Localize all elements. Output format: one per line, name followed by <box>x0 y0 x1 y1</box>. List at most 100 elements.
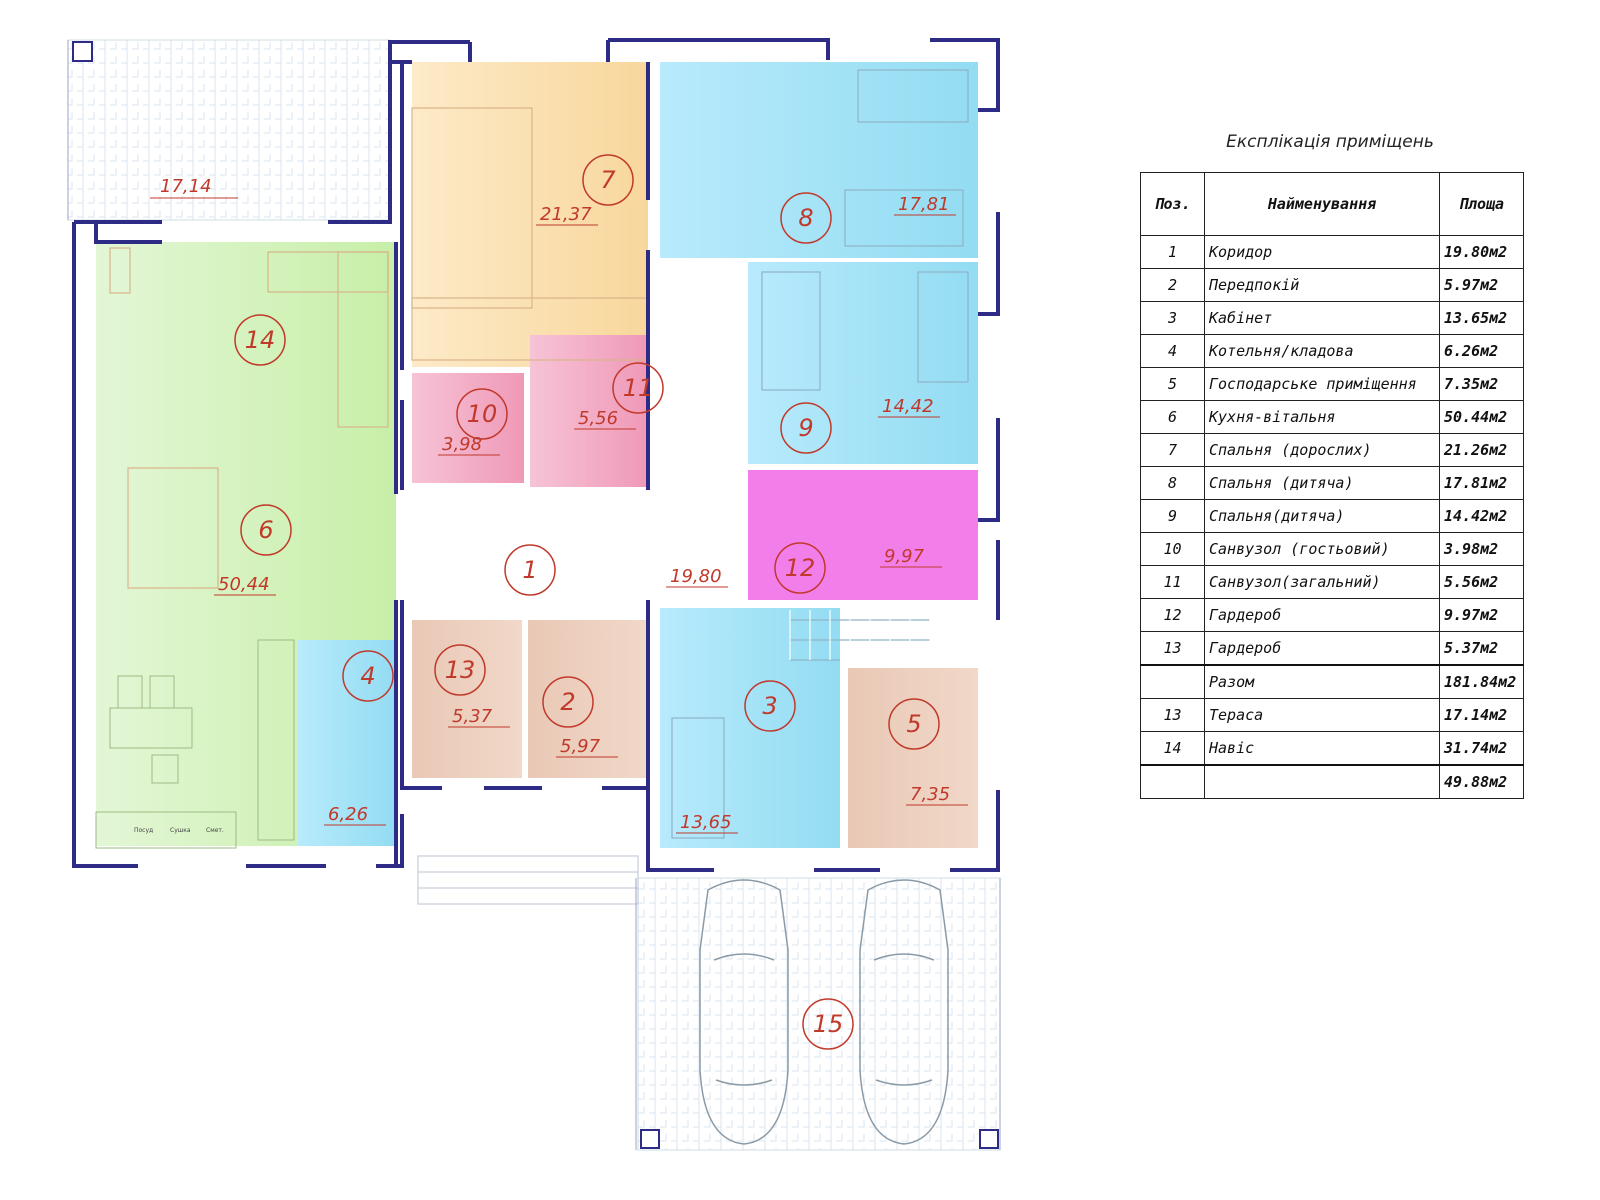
cell-area: 31.74м2 <box>1439 731 1524 766</box>
room-8-area: 17,81 <box>898 194 950 215</box>
room-12-fill <box>748 470 978 600</box>
room-13-fill <box>412 620 522 778</box>
cell-area: 5.37м2 <box>1439 631 1524 666</box>
cell-name: Гардероб <box>1204 598 1440 632</box>
cell-name <box>1204 764 1440 799</box>
cell-pos: 2 <box>1140 268 1205 302</box>
cell-name: Спальня(дитяча) <box>1204 499 1440 533</box>
room-14-marker <box>234 314 286 366</box>
room-9-area: 14,42 <box>882 396 934 417</box>
cell-pos: 3 <box>1140 301 1205 335</box>
room-4-fill <box>298 640 396 846</box>
room-4-area: 6,26 <box>328 804 368 825</box>
room-12-area: 9,97 <box>884 546 925 567</box>
terrace-area-label: 17,14 <box>160 176 212 197</box>
walls <box>72 38 1000 872</box>
room-2-area: 5,97 <box>560 736 601 757</box>
cell-pos: 1 <box>1140 235 1205 269</box>
room-10-number: 10 <box>467 400 498 428</box>
cell-pos: 8 <box>1140 466 1205 500</box>
cell-area: 19.80м2 <box>1439 235 1524 269</box>
cell-area: 21.26м2 <box>1439 433 1524 467</box>
room-13-number: 13 <box>445 656 476 684</box>
car-right <box>859 879 949 1145</box>
cell-name: Кабінет <box>1204 301 1440 335</box>
room-8-number: 8 <box>798 204 813 232</box>
room-7-number: 7 <box>600 166 616 194</box>
car-left <box>699 879 789 1145</box>
cell-name: Санвузол (гостьовий) <box>1204 532 1440 566</box>
room-8-fill <box>660 62 978 258</box>
room-1-number: 1 <box>522 556 537 584</box>
room-11-number: 11 <box>623 374 654 402</box>
room-7-marker <box>582 154 634 206</box>
cell-area: 9.97м2 <box>1439 598 1524 632</box>
cell-pos: 4 <box>1140 334 1205 368</box>
cell-pos: 9 <box>1140 499 1205 533</box>
room-2-marker <box>542 676 594 728</box>
cell-name: Спальня (дитяча) <box>1204 466 1440 500</box>
room-5-fill <box>848 668 978 848</box>
cell-name: Спальня (дорослих) <box>1204 433 1440 467</box>
cell-area: 5.56м2 <box>1439 565 1524 599</box>
cell-name: Тераса <box>1204 698 1440 732</box>
room-10-marker <box>456 388 508 440</box>
room-15-number: 15 <box>813 1010 844 1038</box>
cell-name: Гардероб <box>1204 631 1440 666</box>
room-10-fill <box>412 373 524 483</box>
cell-pos: 12 <box>1140 598 1205 632</box>
room-2-number: 2 <box>560 688 575 716</box>
room-11-marker <box>612 362 664 414</box>
cell-name: Кухня-вітальня <box>1204 400 1440 434</box>
room-8-marker <box>780 192 832 244</box>
room-3-area: 13,65 <box>680 812 732 833</box>
kitchen-label-3: Смет. <box>206 827 224 834</box>
terrace-post <box>72 41 93 62</box>
cell-pos <box>1140 764 1205 799</box>
cell-name: Коридор <box>1204 235 1440 269</box>
room-2-fill <box>528 620 648 778</box>
room-4-marker <box>342 650 394 702</box>
room-11-area: 5,56 <box>578 408 618 429</box>
room-4-number: 4 <box>360 662 375 690</box>
terrace-area <box>67 39 391 221</box>
entrance-steps <box>417 855 639 905</box>
room-5-area: 7,35 <box>910 784 950 805</box>
kitchen-label-2: Сушка <box>170 827 191 834</box>
cell-area: 6.26м2 <box>1439 334 1524 368</box>
cell-area: 7.35м2 <box>1439 367 1524 401</box>
cell-name: Навіс <box>1204 731 1440 766</box>
cell-area: 3.98м2 <box>1439 532 1524 566</box>
cell-name: Передпокій <box>1204 268 1440 302</box>
cell-name: Котельня/кладова <box>1204 334 1440 368</box>
room-9-fill <box>748 262 978 464</box>
cell-pos: 7 <box>1140 433 1205 467</box>
cell-area: 5.97м2 <box>1439 268 1524 302</box>
room-9-number: 9 <box>798 414 813 442</box>
room-9-marker <box>780 402 832 454</box>
room-12-number: 12 <box>785 554 816 582</box>
cell-area: 13.65м2 <box>1439 301 1524 335</box>
cell-area: 14.42м2 <box>1439 499 1524 533</box>
cell-pos: 6 <box>1140 400 1205 434</box>
window-marks <box>67 40 1001 1150</box>
header-pos: Поз. <box>1140 172 1205 236</box>
cell-name: Санвузол(загальний) <box>1204 565 1440 599</box>
cell-area: 17.81м2 <box>1439 466 1524 500</box>
room-7-fill <box>412 62 648 367</box>
room-12-marker <box>774 542 826 594</box>
room-3-marker <box>744 680 796 732</box>
cell-pos: 10 <box>1140 532 1205 566</box>
